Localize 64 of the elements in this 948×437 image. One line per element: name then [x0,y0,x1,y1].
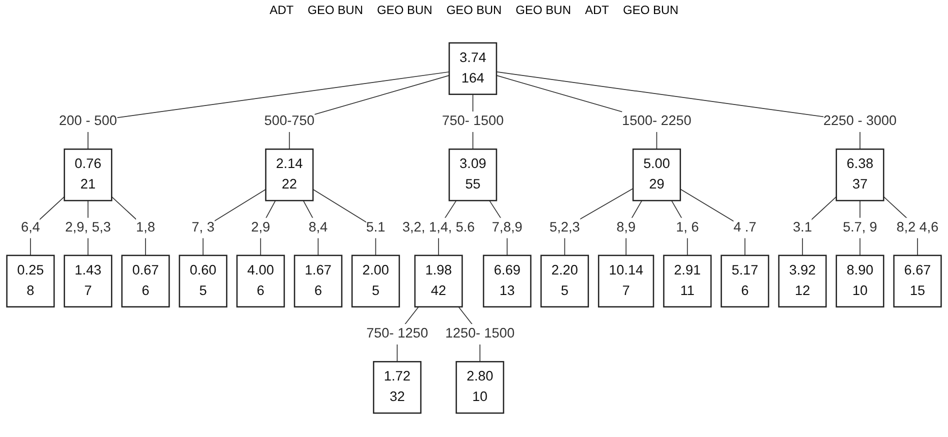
edge-label: 3,2, 1,4, 5.6 [402,220,475,235]
connector [671,200,688,256]
edge-label: 500-750 [264,114,315,129]
connector [111,196,146,256]
edge-label: 8,9 [616,220,636,235]
split-variable-label: ADT [585,3,610,19]
connector [202,188,266,256]
connector [802,196,837,256]
edge-label: 1250- 1500 [445,326,515,342]
node-box: 3.09 55 [448,148,498,202]
node-box: 0.76 21 [64,148,112,202]
node-box: 0.25 8 [6,254,55,308]
connector [312,188,376,256]
node-box: 5.17 6 [720,254,770,308]
edge-label: 1, 6 [676,220,699,235]
node-box: 0.67 6 [121,254,170,308]
edge-label: 2,9 [251,220,270,235]
node-box: 1.72 32 [372,361,422,414]
edge-label: 8,4 [308,220,328,235]
split-variable-label: GEO BUN [623,3,678,19]
edge-label: 200 - 500 [59,114,117,129]
node-box: 3.92 12 [778,254,827,308]
edge-label: 4 .7 [733,220,756,235]
edge-label: 5,2,3 [549,220,580,235]
edge-label: 2,9, 5,3 [65,220,111,235]
split-variable-label: ADT [270,3,294,19]
edge-label: 2250 - 3000 [823,114,897,129]
connector [680,188,746,256]
edge-label: 750- 1250 [366,326,428,342]
node-box: 2.20 5 [540,254,589,308]
node-box: 5.00 29 [632,148,681,202]
edge-label: 6,4 [20,220,40,235]
edge-label: 1,8 [136,220,156,235]
node-box: 6.69 13 [482,254,532,308]
node-box: 6.38 37 [836,148,884,202]
edge-label: 750- 1500 [442,114,504,129]
edge-label: 5.7, 9 [842,220,878,235]
node-box: 2.14 22 [265,148,314,202]
connector [30,196,65,256]
node-box: 2.00 5 [351,254,400,308]
connector [302,200,319,256]
node-box: 3.74 164 [448,42,498,95]
connector [626,200,642,256]
node-box: 2.80 10 [456,361,504,414]
edge-label: 8,2 4,6 [896,220,938,235]
edge-label: 3.1 [792,220,812,235]
node-box: 0.60 5 [178,254,228,308]
edge-label: 7, 3 [192,220,215,235]
split-variable-label: GEO BUN [446,3,502,19]
edge-label: 1500- 2250 [622,114,692,129]
node-box: 1.43 7 [64,254,112,308]
edge-label: 5.1 [366,220,386,235]
node-box: 8.90 10 [836,254,884,308]
node-box: 4.00 6 [236,254,285,308]
node-box: 10.14 7 [598,254,654,308]
edge-label: 7,8,9 [492,220,522,235]
node-box: 6.67 15 [893,254,942,308]
connector [260,200,276,256]
node-box: 2.91 11 [663,254,712,308]
node-box: 1.98 42 [414,254,463,308]
node-box: 1.67 6 [294,254,342,308]
split-variable-label: GEO BUN [376,3,432,19]
split-variable-label: GEO BUN [308,3,363,19]
split-variable-label: GEO BUN [516,3,572,19]
